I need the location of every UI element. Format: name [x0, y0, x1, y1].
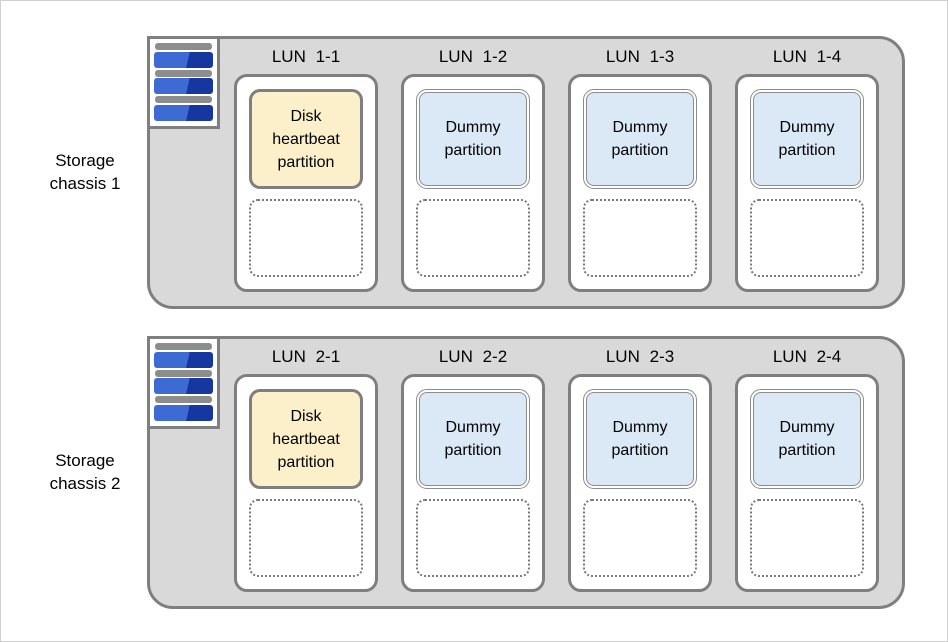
dummy-partition: Dummy partition	[416, 389, 530, 489]
partition-label: Disk heartbeat partition	[272, 407, 340, 471]
lun-label: LUN 2-1	[271, 346, 341, 366]
disk-drive-bar	[154, 51, 213, 68]
empty-partition-slot	[750, 499, 864, 577]
disk-separator-bar	[155, 396, 212, 404]
dummy-partition: Dummy partition	[750, 389, 864, 489]
dummy-partition-inner: Dummy partition	[753, 392, 861, 486]
disk-drive-bar	[154, 78, 213, 95]
lun-box: Dummy partition	[568, 374, 712, 592]
lun-box: Dummy partition	[401, 74, 545, 292]
partition-label: Dummy partition	[778, 419, 836, 459]
lun-column-2-2: LUN 2-2 Dummy partition	[401, 339, 545, 606]
empty-partition-slot	[416, 199, 530, 277]
disk-drive-bar	[154, 104, 213, 121]
lun-column-1-1: LUN 1-1 Disk heartbeat partition	[234, 39, 378, 306]
disk-separator-bar	[155, 69, 212, 77]
chassis-1-label: Storage chassis 1	[49, 151, 121, 193]
disk-drive-bar	[154, 378, 213, 395]
disk-separator-bar	[155, 369, 212, 377]
partition-label: Dummy partition	[611, 119, 669, 159]
disk-separator-bar	[155, 96, 212, 104]
empty-partition-slot	[583, 499, 697, 577]
dummy-partition: Dummy partition	[750, 89, 864, 189]
disk-array-icon	[147, 36, 220, 129]
chassis-2-label: Storage chassis 2	[49, 451, 121, 493]
lun-label: LUN 2-3	[605, 346, 675, 366]
lun-label: LUN 2-2	[438, 346, 508, 366]
dummy-partition-inner: Dummy partition	[586, 392, 694, 486]
lun-row: LUN 1-1 Disk heartbeat partition LUN 1-2…	[234, 39, 879, 306]
lun-label: LUN 1-2	[438, 46, 508, 66]
disk-drive-bar	[154, 404, 213, 421]
lun-column-2-1: LUN 2-1 Disk heartbeat partition	[234, 339, 378, 606]
dummy-partition: Dummy partition	[583, 89, 697, 189]
disk-heartbeat-partition: Disk heartbeat partition	[249, 89, 363, 189]
partition-label: Disk heartbeat partition	[272, 107, 340, 171]
storage-chassis-2: LUN 2-1 Disk heartbeat partition LUN 2-2…	[147, 336, 905, 609]
partition-label: Dummy partition	[444, 119, 502, 159]
dummy-partition: Dummy partition	[583, 389, 697, 489]
lun-box: Dummy partition	[735, 74, 879, 292]
lun-label: LUN 2-4	[772, 346, 842, 366]
dummy-partition-inner: Dummy partition	[753, 92, 861, 186]
lun-box: Dummy partition	[735, 374, 879, 592]
partition-label: Dummy partition	[444, 419, 502, 459]
lun-column-1-4: LUN 1-4 Dummy partition	[735, 39, 879, 306]
empty-partition-slot	[249, 199, 363, 277]
lun-box: Dummy partition	[401, 374, 545, 592]
dummy-partition-inner: Dummy partition	[586, 92, 694, 186]
lun-box: Disk heartbeat partition	[234, 74, 378, 292]
lun-column-1-2: LUN 1-2 Dummy partition	[401, 39, 545, 306]
lun-label: LUN 1-4	[772, 46, 842, 66]
dummy-partition: Dummy partition	[416, 89, 530, 189]
disk-separator-bar	[155, 43, 212, 50]
lun-column-1-3: LUN 1-3 Dummy partition	[568, 39, 712, 306]
lun-column-2-3: LUN 2-3 Dummy partition	[568, 339, 712, 606]
disk-separator-bar	[155, 343, 212, 350]
empty-partition-slot	[249, 499, 363, 577]
dummy-partition-inner: Dummy partition	[419, 392, 527, 486]
storage-chassis-1: LUN 1-1 Disk heartbeat partition LUN 1-2…	[147, 36, 905, 309]
lun-label: LUN 1-3	[605, 46, 675, 66]
dummy-partition-inner: Dummy partition	[419, 92, 527, 186]
partition-label: Dummy partition	[611, 419, 669, 459]
disk-drive-bar	[154, 351, 213, 368]
lun-box: Disk heartbeat partition	[234, 374, 378, 592]
lun-box: Dummy partition	[568, 74, 712, 292]
disk-array-icon	[147, 336, 220, 429]
lun-label: LUN 1-1	[271, 46, 341, 66]
empty-partition-slot	[750, 199, 864, 277]
lun-column-2-4: LUN 2-4 Dummy partition	[735, 339, 879, 606]
lun-row: LUN 2-1 Disk heartbeat partition LUN 2-2…	[234, 339, 879, 606]
empty-partition-slot	[416, 499, 530, 577]
disk-heartbeat-partition: Disk heartbeat partition	[249, 389, 363, 489]
partition-label: Dummy partition	[778, 119, 836, 159]
empty-partition-slot	[583, 199, 697, 277]
